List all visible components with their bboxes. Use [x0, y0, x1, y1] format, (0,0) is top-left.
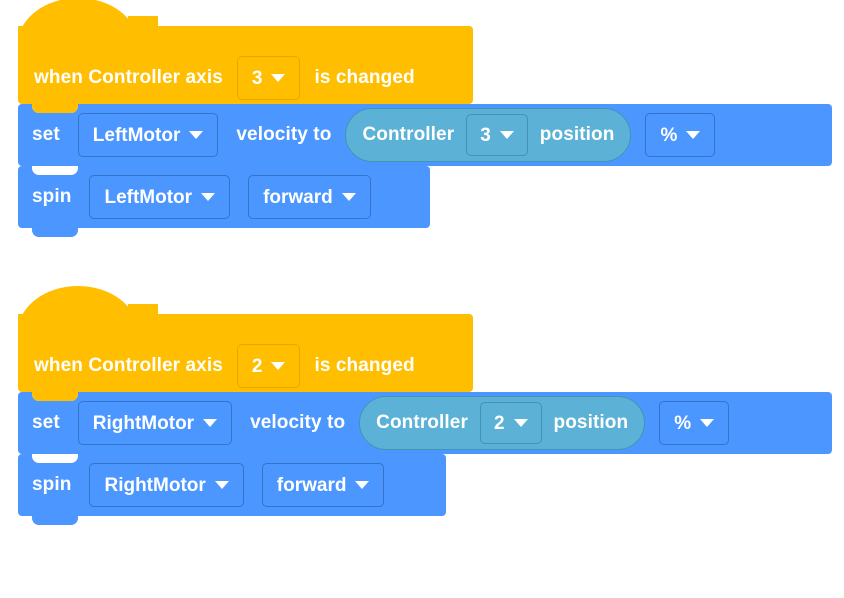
chevron-down-icon [189, 131, 204, 139]
reporter-position-label-1: position [539, 124, 615, 145]
script-stack-1[interactable]: when Controller axis 3 is changed set Le… [18, 0, 832, 237]
chevron-down-icon [203, 419, 218, 427]
chevron-down-icon [686, 131, 701, 139]
hat-label-after-2: is changed [314, 355, 415, 376]
block-bottom-bump [32, 516, 78, 525]
reporter-axis-value-1: 3 [480, 124, 491, 146]
spin-block-2[interactable]: spin RightMotor forward [18, 454, 446, 525]
hat-dome-shape [18, 0, 158, 44]
chevron-down-icon [700, 419, 715, 427]
spin-label-1: spin [32, 186, 72, 207]
motor-dropdown-1[interactable]: LeftMotor [77, 113, 219, 157]
event-hat-block-1[interactable]: when Controller axis 3 is changed [18, 0, 473, 113]
reporter-axis-value-2: 2 [493, 412, 505, 434]
velocity-to-label-1: velocity to [236, 124, 332, 145]
spin-label-2: spin [32, 474, 72, 495]
spin-direction-dropdown-2[interactable]: forward [261, 463, 385, 507]
hat-bottom-bump [32, 104, 78, 113]
spin-direction-value-1: forward [263, 186, 333, 208]
chevron-down-icon [499, 131, 514, 139]
chevron-down-icon [271, 74, 286, 82]
hat-bottom-bump [32, 392, 78, 401]
chevron-down-icon [214, 481, 229, 489]
chevron-down-icon [355, 481, 370, 489]
hat-label-before-2: when Controller axis [34, 355, 223, 376]
block-bottom-bump [32, 228, 78, 237]
block-top-notch [32, 454, 78, 463]
chevron-down-icon [271, 362, 286, 370]
spin-direction-value-2: forward [276, 474, 347, 496]
units-dropdown-value-1: % [660, 124, 678, 146]
set-velocity-block-2[interactable]: set RightMotor velocity to Controller 2 … [18, 392, 832, 454]
units-dropdown-2[interactable]: % [659, 401, 730, 445]
chevron-down-icon [513, 419, 528, 427]
units-dropdown-value-2: % [674, 412, 692, 434]
reporter-axis-dropdown-1[interactable]: 3 [466, 114, 528, 156]
chevron-down-icon [201, 193, 216, 201]
spin-motor-dropdown-1[interactable]: LeftMotor [89, 175, 231, 219]
axis-dropdown-1[interactable]: 3 [236, 56, 301, 100]
controller-position-reporter-1[interactable]: Controller 3 position [345, 108, 632, 162]
spin-motor-value-2: RightMotor [104, 474, 206, 496]
motor-dropdown-2[interactable]: RightMotor [77, 401, 233, 445]
spin-motor-dropdown-2[interactable]: RightMotor [89, 463, 244, 507]
reporter-position-label-2: position [553, 412, 629, 433]
hat-dome-shape [18, 286, 158, 332]
reporter-controller-label-1: Controller [362, 124, 455, 145]
hat-label-after-1: is changed [314, 67, 415, 88]
axis-dropdown-value-2: 2 [251, 355, 263, 377]
velocity-to-label-2: velocity to [250, 412, 346, 433]
event-hat-block-2[interactable]: when Controller axis 2 is changed [18, 286, 473, 401]
reporter-axis-dropdown-2[interactable]: 2 [479, 402, 542, 444]
spin-motor-value-1: LeftMotor [104, 186, 193, 208]
motor-dropdown-value-1: LeftMotor [92, 124, 181, 146]
hat-label-before-1: when Controller axis [34, 67, 223, 88]
set-label-1: set [32, 124, 60, 145]
script-stack-2[interactable]: when Controller axis 2 is changed set Ri… [18, 286, 832, 525]
block-top-notch [32, 166, 78, 175]
set-velocity-block-1[interactable]: set LeftMotor velocity to Controller 3 p… [18, 104, 832, 166]
motor-dropdown-value-2: RightMotor [92, 412, 195, 434]
axis-dropdown-value-1: 3 [251, 67, 263, 89]
reporter-controller-label-2: Controller [376, 412, 468, 433]
units-dropdown-1[interactable]: % [645, 113, 716, 157]
set-label-2: set [32, 412, 60, 433]
spin-block-1[interactable]: spin LeftMotor forward [18, 166, 430, 237]
axis-dropdown-2[interactable]: 2 [236, 344, 301, 388]
controller-position-reporter-2[interactable]: Controller 2 position [359, 396, 646, 450]
spin-direction-dropdown-1[interactable]: forward [248, 175, 371, 219]
chevron-down-icon [341, 193, 356, 201]
